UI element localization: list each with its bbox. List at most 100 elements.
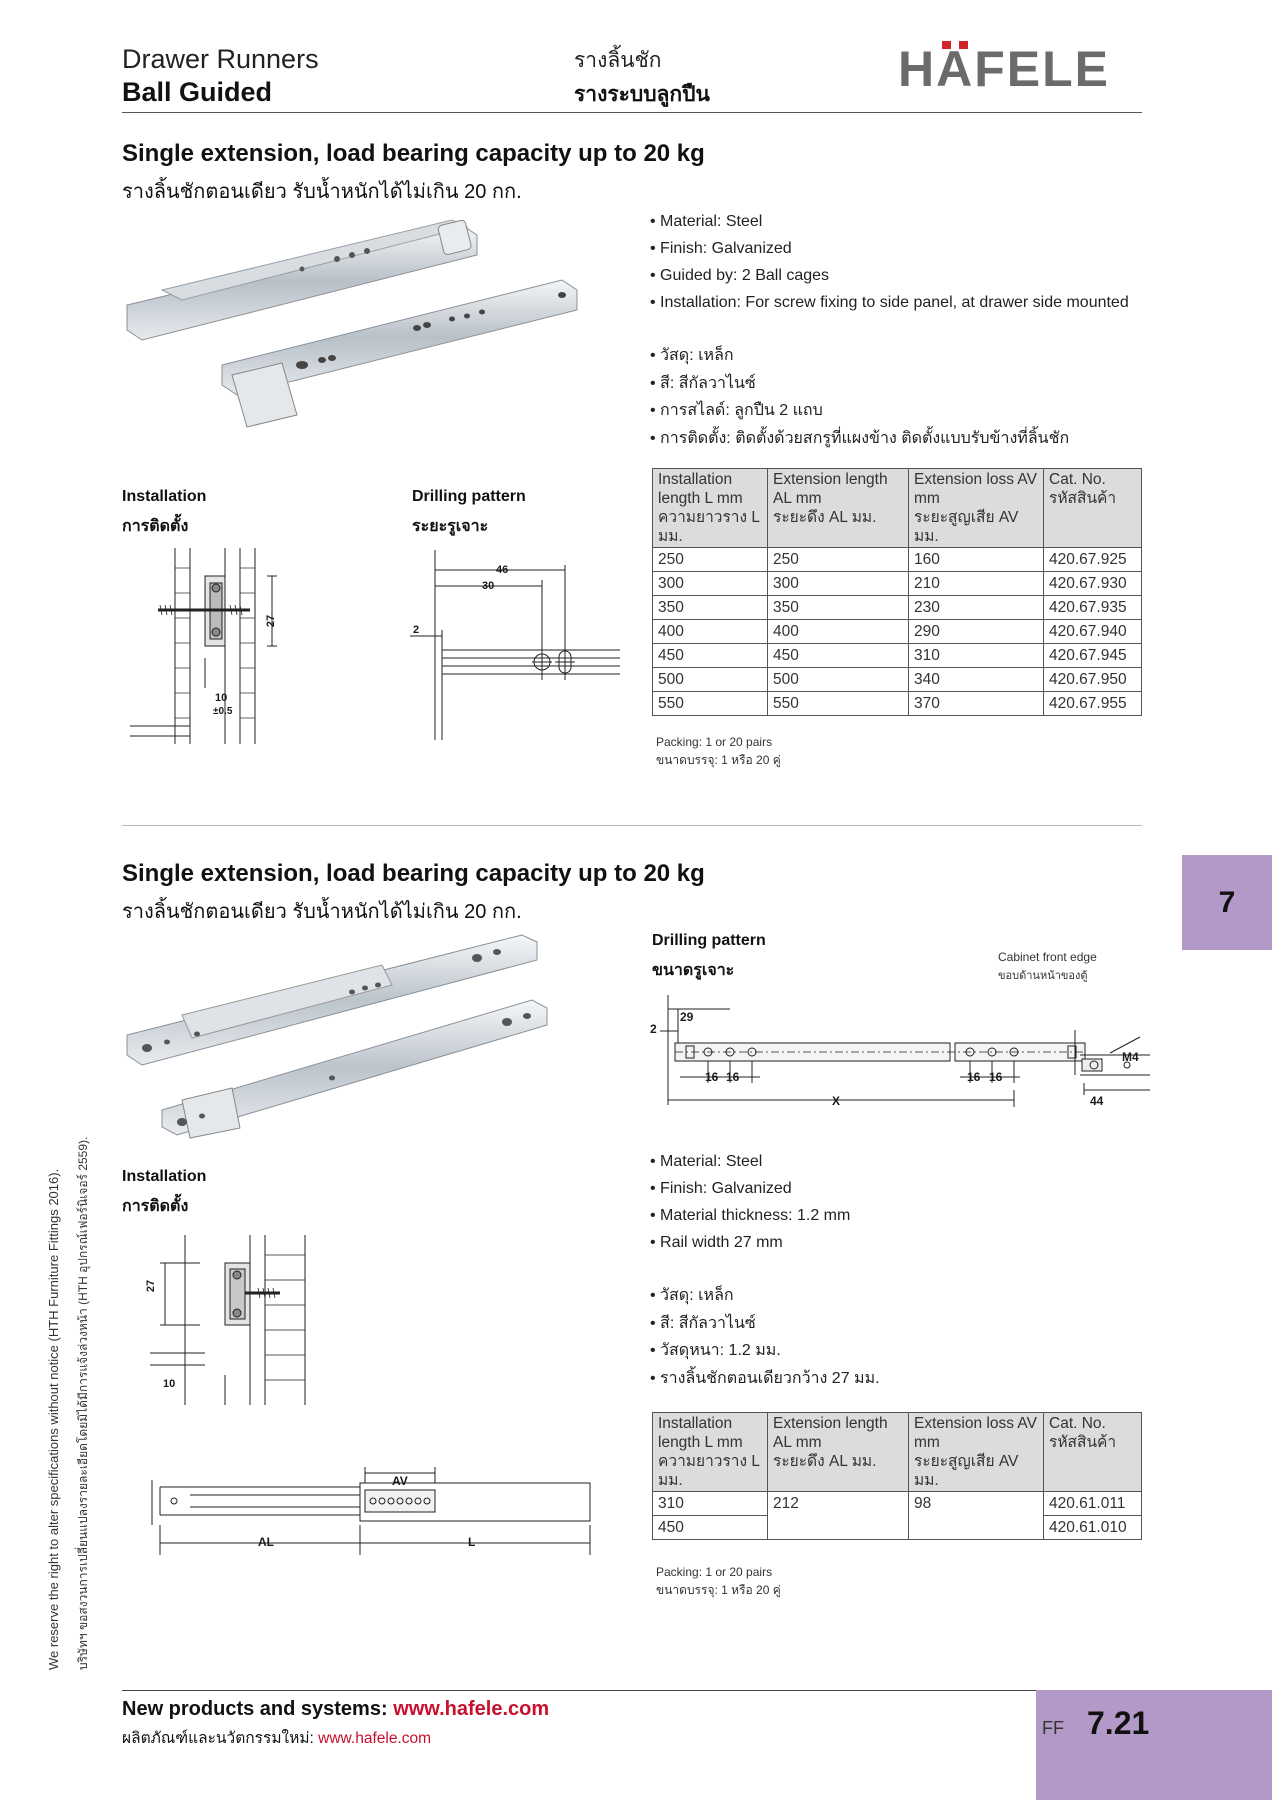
section2-packing-th: ขนาดบรรจุ: 1 หรือ 20 คู่ [656,1583,781,1597]
installation-label-th: การติดตั้ง [122,518,189,535]
footer-link[interactable]: www.hafele.com [393,1698,550,1720]
drilling-pattern-label-2-th: ขนาดรูเจาะ [652,962,735,979]
dim-16d: 16 [989,1070,1003,1084]
dim-29: 29 [680,1010,694,1024]
feature-item: วัสดุ: เหล็ก [650,1282,880,1310]
installation-label-2-th: การติดตั้ง [122,1198,189,1215]
dim-10b: 10 [163,1378,176,1390]
header-divider [122,112,1142,113]
feature-item: Guided by: 2 Ball cages [650,262,1129,289]
drilling-diagram-2 [650,995,1150,1115]
header-subtitle: Ball Guided [122,77,273,107]
dim-2b: 2 [650,1022,657,1036]
footer-new-products-th: ผลิตภัณฑ์และนวัตกรรมใหม่: www.hafele.com [122,1730,432,1747]
dim-27: 27 [265,614,278,628]
cabinet-front-edge-label: Cabinet front edge [998,950,1097,964]
section2-title: Single extension, load bearing capacity … [122,860,705,887]
feature-item: วัสดุหนา: 1.2 มม. [650,1337,880,1365]
installation-diagram-1 [130,548,330,748]
section-divider [122,825,1142,826]
header-subtitle-th: รางระบบลูกปืน [574,83,710,106]
feature-item: การติดตั้ง: ติดตั้งด้วยสกรูที่แผงข้าง ติ… [650,425,1069,453]
section1-title-th: รางลิ้นชักตอนเดียว รับน้ำหนักได้ไม่เกิน … [122,181,522,203]
installation-label: Installation [122,488,207,505]
section-code: FF [1042,1718,1064,1738]
feature-item: Finish: Galvanized [650,235,1129,262]
dim-10: 10 [215,692,228,704]
dim-tolerance: ±0.5 [213,706,233,717]
col-cat-no: Cat. No.รหัสสินค้า [1043,1412,1142,1492]
footer-link-th[interactable]: www.hafele.com [318,1730,432,1747]
side-note-en: We reserve the right to alter specificat… [46,1168,61,1670]
side-note-th: บริษัทฯ ขอสงวนการเปลี่ยนแปลงรายละเอียดโด… [76,1136,90,1670]
feature-item: Installation: For screw fixing to side p… [650,289,1129,316]
installation-label-2: Installation [122,1168,207,1185]
feature-item: สี: สีกัลวาไนซ์ [650,370,1069,398]
dim-16c: 16 [967,1070,981,1084]
dim-44: 44 [1090,1094,1104,1108]
drilling-pattern-label-2: Drilling pattern [652,932,766,949]
col-cat-no: Cat. No.รหัสสินค้า [1043,468,1142,548]
section1-features-th: วัสดุ: เหล็ก สี: สีกัลวาไนซ์ การสไลด์: ล… [650,342,1069,452]
page-number: 7.21 [1087,1705,1150,1741]
section1-title: Single extension, load bearing capacity … [122,140,705,167]
section2-title-th: รางลิ้นชักตอนเดียว รับน้ำหนักได้ไม่เกิน … [122,901,522,923]
drilling-diagram-1 [410,550,620,750]
header-title-th: รางลิ้นชัก [574,49,662,72]
section1-features: Material: Steel Finish: Galvanized Guide… [650,208,1129,316]
feature-item: Material: Steel [650,1148,850,1175]
dim-m4: M4 [1122,1050,1139,1064]
feature-item: รางลิ้นชักตอนเดียวกว้าง 27 มม. [650,1365,880,1393]
footer-divider [122,1690,1036,1691]
page-number-box [1036,1690,1272,1800]
installation-diagram-2 [150,1235,320,1410]
feature-item: สี: สีกัลวาไนซ์ [650,1310,880,1338]
section2-features-th: วัสดุ: เหล็ก สี: สีกัลวาไนซ์ วัสดุหนา: 1… [650,1282,880,1392]
section2-features: Material: Steel Finish: Galvanized Mater… [650,1148,850,1256]
section1-packing-th: ขนาดบรรจุ: 1 หรือ 20 คู่ [656,753,781,767]
chapter-tab: 7 [1182,855,1272,950]
extension-diagram [150,1465,600,1560]
dim-46: 46 [496,564,509,576]
dim-2: 2 [413,624,420,636]
drilling-pattern-label: Drilling pattern [412,488,526,505]
section2-packing: Packing: 1 or 20 pairs [656,1565,773,1579]
dim-av: AV [392,1474,408,1488]
product-image-runner-1 [122,215,592,445]
dim-16a: 16 [705,1070,719,1084]
dim-al: AL [258,1535,274,1549]
feature-item: Material: Steel [650,208,1129,235]
feature-item: การสไลด์: ลูกปืน 2 แถบ [650,397,1069,425]
dim-16b: 16 [726,1070,740,1084]
product-image-runner-2 [122,930,552,1140]
feature-item: Finish: Galvanized [650,1175,850,1202]
header-title: Drawer Runners [122,44,319,74]
footer-new-products: New products and systems: www.hafele.com [122,1698,550,1720]
dim-27b: 27 [145,1279,158,1293]
section1-packing: Packing: 1 or 20 pairs [656,735,773,749]
drilling-pattern-label-th: ระยะรูเจาะ [412,518,489,535]
dim-30: 30 [482,580,495,592]
feature-item: Rail width 27 mm [650,1229,850,1256]
cabinet-front-edge-label-th: ขอบด้านหน้าของตู้ [998,970,1088,982]
dim-x: X [832,1094,841,1108]
dim-l: L [468,1535,476,1549]
feature-item: วัสดุ: เหล็ก [650,342,1069,370]
